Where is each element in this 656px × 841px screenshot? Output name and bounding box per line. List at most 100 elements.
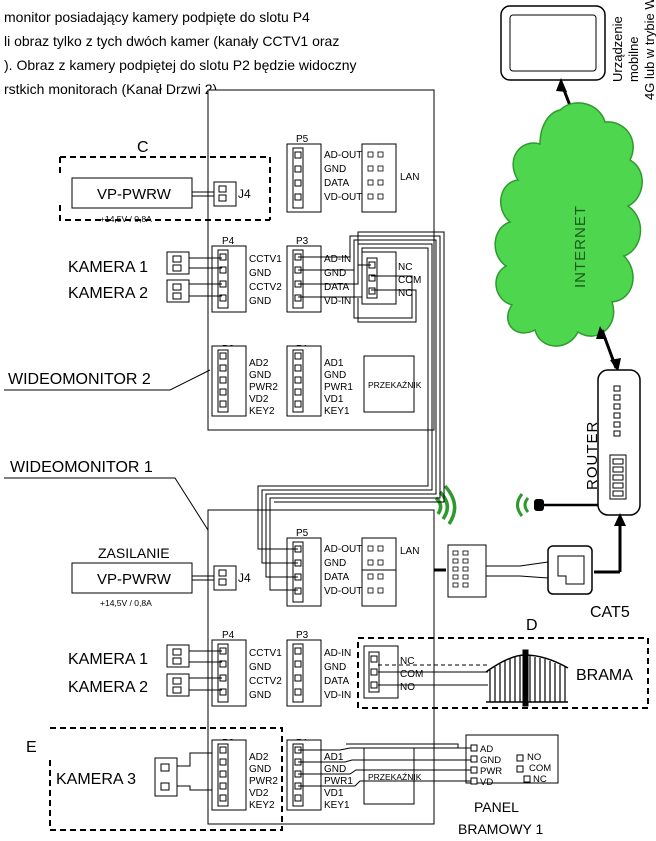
p5-pin-4: VD-OUT [324, 192, 362, 203]
p2-pin-4: VD2 [249, 394, 269, 405]
relay-label: PRZEKAŹNIK [368, 380, 422, 390]
p5-pin-2: GND [324, 558, 346, 569]
monitor1-p5: P5 AD-OUT GND DATA VD-OUT LAN [286, 528, 419, 607]
relay-label: PRZEKAŹNIK [368, 772, 422, 782]
monitor1-p1: P1 AD1 GND PWR1 VD1 KEY1 PRZEKAŹNIK [286, 738, 422, 811]
router-label: ROUTER [584, 421, 601, 490]
monitor1-label-group: WIDEOMONITOR 1 [4, 459, 209, 531]
camera-2-label: KAMERA 2 [68, 285, 148, 302]
psu-rating: +14,5V / 0,8A [100, 598, 152, 608]
router-body [597, 369, 641, 516]
gate-icon [485, 649, 569, 707]
brama-label: BRAMA [576, 667, 633, 684]
camera-2-label: KAMERA 2 [68, 679, 148, 696]
zasilanie-label: ZASILANIE [98, 545, 170, 561]
p4-pin-2: GND [249, 268, 271, 279]
cat5-label: CAT5 [590, 604, 630, 621]
relay-pin-nc: NC [400, 656, 414, 667]
rj45-plug-icon [547, 545, 593, 595]
section-d-frame [357, 637, 649, 709]
psu-name: VP-PWRW [97, 571, 172, 588]
header-text: monitor posiadający kamery podpięte do s… [4, 9, 357, 97]
wires-p1-panel [298, 743, 471, 787]
p3-pin-4: VD-IN [324, 690, 351, 701]
p2-pin-3: PWR2 [249, 776, 278, 787]
psu-box [71, 177, 193, 209]
monitor2-p2: P2 AD2 GND PWR2 VD2 KEY2 [211, 344, 278, 417]
panel-bramowy: AD GND PWR VD NO COM NC PANEL BRAMOWY 1 [458, 734, 559, 837]
p1-pin-5: KEY1 [324, 800, 350, 811]
internet-cloud: INTERNET [494, 102, 643, 347]
monitor-2-label: WIDEOMONITOR 2 [8, 371, 151, 388]
panel-pin-gnd: GND [480, 755, 501, 766]
section-c-label: C [137, 139, 149, 156]
psu-name: VP-PWRW [97, 186, 172, 203]
wifi-icon [516, 493, 530, 517]
p1-pin-5: KEY1 [324, 406, 350, 417]
monitor2-label-group: WIDEOMONITOR 2 [4, 369, 211, 391]
psu-rating: +14,5V / 0,8A [100, 214, 152, 224]
p5-label: P5 [296, 528, 309, 539]
monitor1-p3: P3 AD-IN GND DATA VD-IN [286, 630, 351, 707]
p1-pin-2: GND [324, 764, 346, 775]
wifi-icon-monitor [434, 484, 457, 525]
p3-pin-3: DATA [324, 282, 350, 293]
p4-pin-1: CCTV1 [249, 648, 282, 659]
header-line-3: ). Obraz z kamery podpiętej do slotu P2 … [4, 57, 357, 73]
p3-label: P3 [296, 236, 309, 247]
psu-jack: J4 [238, 187, 251, 201]
p5-pin-1: AD-OUT [324, 544, 362, 555]
camera-3-label: KAMERA 3 [56, 771, 136, 788]
relay-pin-no: NO [400, 682, 415, 693]
panel-pin-com: COM [529, 763, 551, 774]
interconnect-wires [257, 231, 445, 591]
p2-pin-1: AD2 [249, 752, 269, 763]
relay-box [363, 355, 415, 413]
section-d-label: D [526, 617, 538, 634]
section-e: E KAMERA 3 [26, 727, 283, 831]
p5-pin-3: DATA [324, 178, 350, 189]
panel-pin-ad: AD [480, 744, 493, 755]
mobile-device: Urządzenie mobilne 4G lub w trybie W [500, 0, 656, 100]
panel-pin-nc: NC [533, 774, 547, 785]
p3-pin-2: GND [324, 662, 346, 673]
psu-box [71, 562, 193, 594]
p2-pin-2: GND [249, 370, 271, 381]
p3-label: P3 [296, 630, 309, 641]
p1-pin-1: AD1 [324, 752, 344, 763]
p1-pin-3: PWR1 [324, 776, 353, 787]
router: ROUTER [516, 369, 641, 517]
monitor2-p1: P1 AD1 GND PWR1 VD1 KEY1 PRZEKAŹNIK [286, 344, 422, 417]
lan-label: LAN [400, 546, 419, 557]
p3-pin-1: AD-IN [324, 648, 351, 659]
device-label-2: mobilne [626, 36, 641, 82]
p5-pin-2: GND [324, 164, 346, 175]
p4-pin-3: CCTV2 [249, 282, 282, 293]
p3-pin-3: DATA [324, 676, 350, 687]
arrow-internet-router [596, 326, 621, 372]
zasilanie-group: ZASILANIE VP-PWRW +14,5V / 0,8A J4 [71, 545, 251, 608]
p4-pin-3: CCTV2 [249, 676, 282, 687]
tablet-screen [509, 14, 597, 72]
p5-pin-1: AD-OUT [324, 150, 362, 161]
section-c: C VP-PWRW +14,5V / 0,8A J4 [59, 139, 271, 224]
p1-pin-4: VD1 [324, 394, 344, 405]
monitor2-p4: P4 CCTV1 GND CCTV2 GND [211, 236, 282, 313]
p2-pin-5: KEY2 [249, 406, 275, 417]
p3-pin-4: VD-IN [324, 296, 351, 307]
device-label-3: 4G lub w trybie W [642, 0, 656, 100]
p5-pin-3: DATA [324, 572, 350, 583]
monitor2-p5: P5 AD-OUT GND DATA VD-OUT LAN [286, 134, 419, 213]
section-d: D NC COM NO BRAMA [357, 617, 649, 709]
monitor2-cameras: KAMERA 1 KAMERA 2 [68, 251, 222, 303]
arrow-router-cat5 [594, 513, 626, 574]
monitor1-p4: P4 CCTV1 GND CCTV2 GND [211, 630, 282, 707]
p1-pin-2: GND [324, 370, 346, 381]
p2-pin-1: AD2 [249, 358, 269, 369]
header-line-2: li obraz tylko z tych dwóch kamer (kanał… [4, 33, 339, 49]
panel-label-2: BRAMOWY 1 [458, 821, 544, 837]
psu-jack: J4 [238, 571, 251, 585]
p2-pin-5: KEY2 [249, 800, 275, 811]
p4-pin-2: GND [249, 662, 271, 673]
